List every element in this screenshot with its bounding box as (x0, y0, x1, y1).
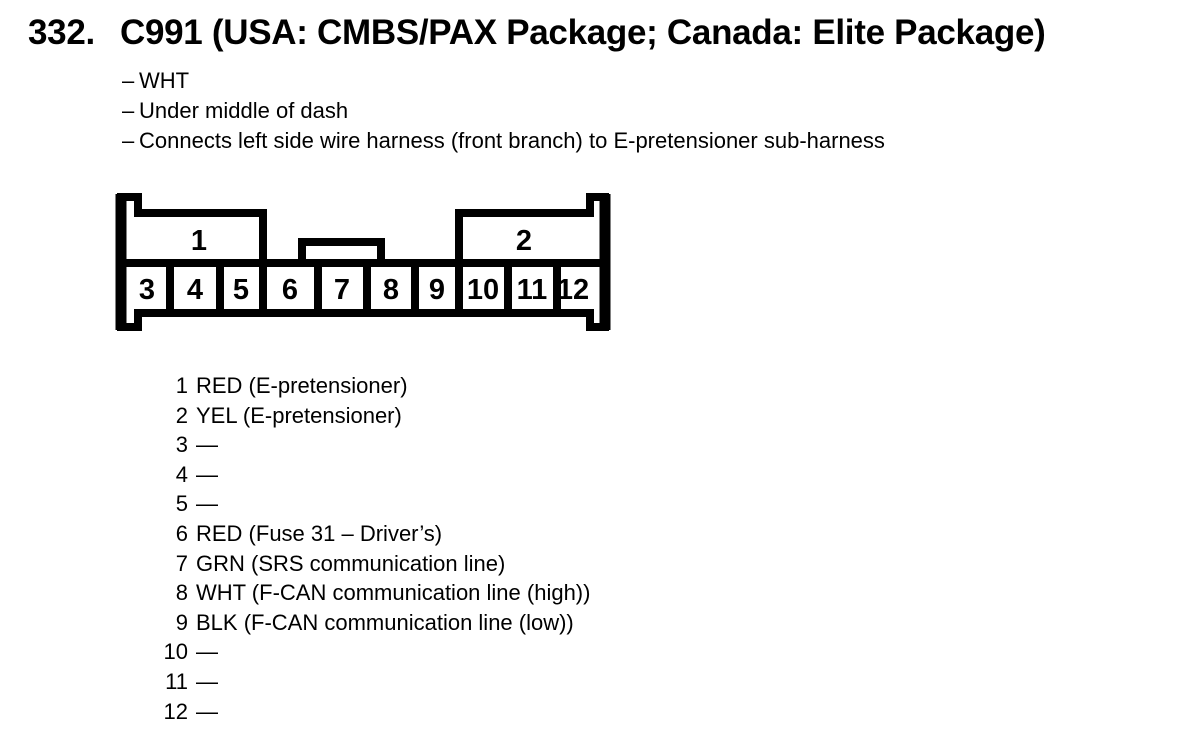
pin-number: 3 (175, 432, 188, 458)
pinout-row: 7 GRN (SRS communication line) (0, 549, 590, 579)
note-text: Connects left side wire harness (front b… (139, 128, 885, 153)
pinout-row: 8 WHT (F-CAN communication line (high)) (0, 578, 591, 608)
pinout-row: 11 — (0, 667, 590, 697)
note-item: –Connects left side wire harness (front … (122, 126, 885, 156)
pin-number: 12 (163, 698, 188, 724)
cavity-label-12: 12 (557, 274, 589, 306)
note-dash: – (122, 128, 135, 153)
connector-diagram: 1 2 3 4 5 6 7 8 9 10 11 12 (115, 193, 611, 331)
note-text: Under middle of dash (139, 98, 349, 123)
pinout-row: 4— (0, 460, 590, 490)
pin-wire: — (196, 639, 218, 665)
cavity-label-5: 5 (233, 274, 249, 306)
pin-wire: — (196, 461, 218, 487)
pin-number: 9 (175, 609, 188, 635)
note-dash: – (122, 98, 135, 123)
cavity-label-9: 9 (429, 274, 445, 306)
page-title: C991 (USA: CMBS/PAX Package; Canada: Eli… (120, 13, 1046, 52)
connector-index-number: 332. (28, 13, 95, 52)
pin-wire: — (196, 698, 218, 724)
cavity-label-1: 1 (191, 225, 207, 257)
pin-wire: RED (E-pretensioner) (196, 373, 408, 398)
pin-wire: BLK (F-CAN communication line (low)) (196, 609, 574, 635)
pin-wire: WHT (F-CAN communication line (high)) (196, 580, 591, 606)
pin-number: 1 (175, 373, 188, 398)
note-text: WHT (139, 68, 190, 93)
note-item: –Under middle of dash (122, 96, 885, 126)
pin-number: 7 (175, 550, 188, 576)
pin-number: 5 (175, 491, 188, 517)
pinout-row: 12 — (0, 697, 590, 727)
note-dash: – (122, 68, 135, 93)
pin-number: 10 (163, 639, 188, 665)
pin-wire: — (196, 668, 218, 694)
note-list: –WHT –Under middle of dash –Connects lef… (122, 66, 885, 156)
pinout-row: 2 YEL (E-pretensioner) (0, 401, 590, 431)
pin-number: 8 (175, 580, 188, 606)
pinout-row: 9 BLK (F-CAN communication line (low)) (0, 608, 590, 638)
pin-number: 11 (165, 668, 188, 694)
pinout-row: 10 — (0, 637, 590, 667)
pin-wire: — (196, 491, 218, 517)
pinout-row: 3— (0, 430, 590, 460)
pin-number: 4 (175, 461, 188, 487)
cavity-label-2: 2 (516, 225, 532, 257)
pin-wire: RED (Fuse 31 – Driver’s) (196, 520, 443, 546)
cavity-label-7: 7 (334, 274, 350, 306)
pinout-row: 6 RED (Fuse 31 – Driver’s) (0, 519, 590, 549)
cavity-label-8: 8 (383, 274, 399, 306)
pinout-row: 1 RED (E-pretensioner) (0, 371, 590, 401)
cavity-label-4: 4 (187, 274, 203, 306)
cavity-label-6: 6 (282, 274, 298, 306)
pin-wire: GRN (SRS communication line) (196, 550, 506, 576)
pin-number: 6 (175, 520, 188, 546)
cavity-label-11: 11 (517, 274, 548, 306)
pin-wire: YEL (E-pretensioner) (196, 402, 402, 428)
pinout-list: 1 RED (E-pretensioner) 2 YEL (E-pretension… (0, 371, 591, 727)
note-item: –WHT (122, 66, 885, 96)
pinout-row: 5— (0, 489, 590, 519)
cavity-label-10: 10 (467, 274, 499, 306)
cavity-dividers (166, 263, 561, 313)
cavity-label-3: 3 (139, 274, 155, 306)
pin-number: 2 (175, 402, 188, 428)
pin-wire: — (196, 432, 218, 458)
